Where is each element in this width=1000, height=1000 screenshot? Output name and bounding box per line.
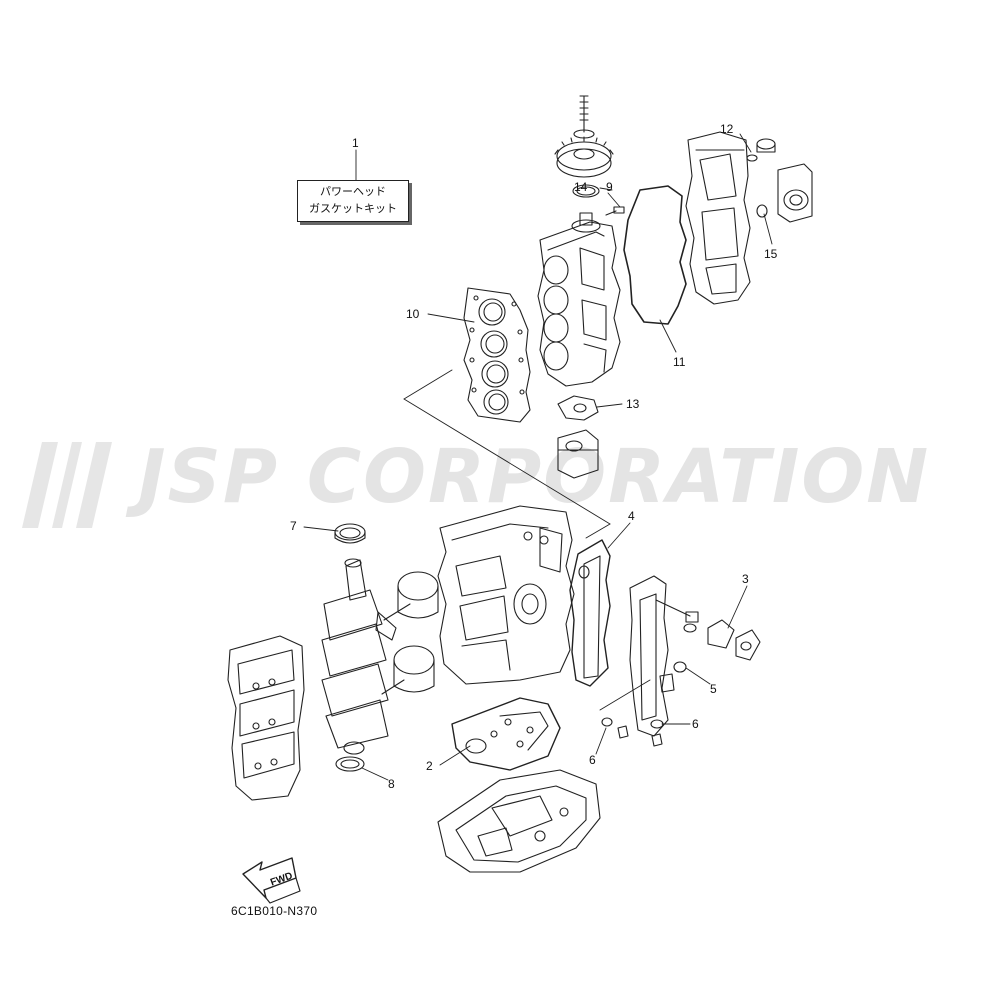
callout-4: 4 [628, 509, 635, 523]
oil-cap-12 [746, 138, 776, 162]
thermostat-cover [777, 163, 813, 223]
callout-10: 10 [406, 307, 420, 321]
exhaust-cover [629, 575, 699, 737]
callout-6a: 6 [692, 717, 699, 731]
callout-1: 1 [352, 136, 359, 150]
gasket-13 [557, 395, 599, 421]
callout-13: 13 [626, 397, 640, 411]
cover-gasket-11 [623, 185, 687, 325]
callout-12: 12 [720, 122, 734, 136]
o-ring-14 [572, 184, 600, 198]
plugs [617, 673, 675, 747]
callout-5: 5 [710, 682, 717, 696]
bolt-9 [605, 206, 625, 216]
o-ring-5 [673, 661, 687, 673]
housing [735, 629, 761, 661]
adapter-plate [437, 769, 601, 873]
o-ring-14-inner [576, 186, 596, 196]
gasket-2 [451, 697, 561, 771]
callout-9: 9 [606, 180, 613, 194]
cam-pulley [554, 95, 614, 178]
callout-2: 2 [426, 759, 433, 773]
callout-14: 14 [574, 180, 588, 194]
kit-label-line2: ガスケットキット [309, 203, 397, 215]
gasket-4 [569, 539, 611, 687]
oil-seal-7 [334, 523, 366, 544]
oil-pump [557, 429, 599, 479]
head-cover [685, 131, 751, 305]
o-ring-6b [601, 717, 613, 727]
o-ring-15 [756, 204, 768, 218]
callout-7: 7 [290, 519, 297, 533]
cylinder-head [537, 212, 621, 387]
leader-lines [303, 133, 773, 781]
callout-8: 8 [388, 777, 395, 791]
callout-6b: 6 [589, 753, 596, 767]
callout-11: 11 [673, 355, 686, 369]
crankcase [227, 635, 305, 801]
callout-3: 3 [742, 572, 749, 586]
assembly-lines [403, 369, 651, 711]
callout-15: 15 [764, 247, 778, 261]
cylinder-block [437, 505, 575, 685]
part-code: 6C1B010-N370 [231, 904, 318, 918]
cylinder-head-gasket-10 [463, 287, 531, 423]
kit-label-line1: パワーヘッド [320, 186, 386, 198]
o-ring-6a [650, 719, 664, 729]
fwd-arrow-icon: FWD [242, 857, 301, 904]
gasket-3 [707, 619, 735, 649]
crankshaft [321, 558, 389, 755]
oil-seal-8 [335, 756, 365, 772]
pistons [375, 571, 439, 695]
gasket-kit-label: パワーヘッド ガスケットキット [297, 180, 409, 222]
